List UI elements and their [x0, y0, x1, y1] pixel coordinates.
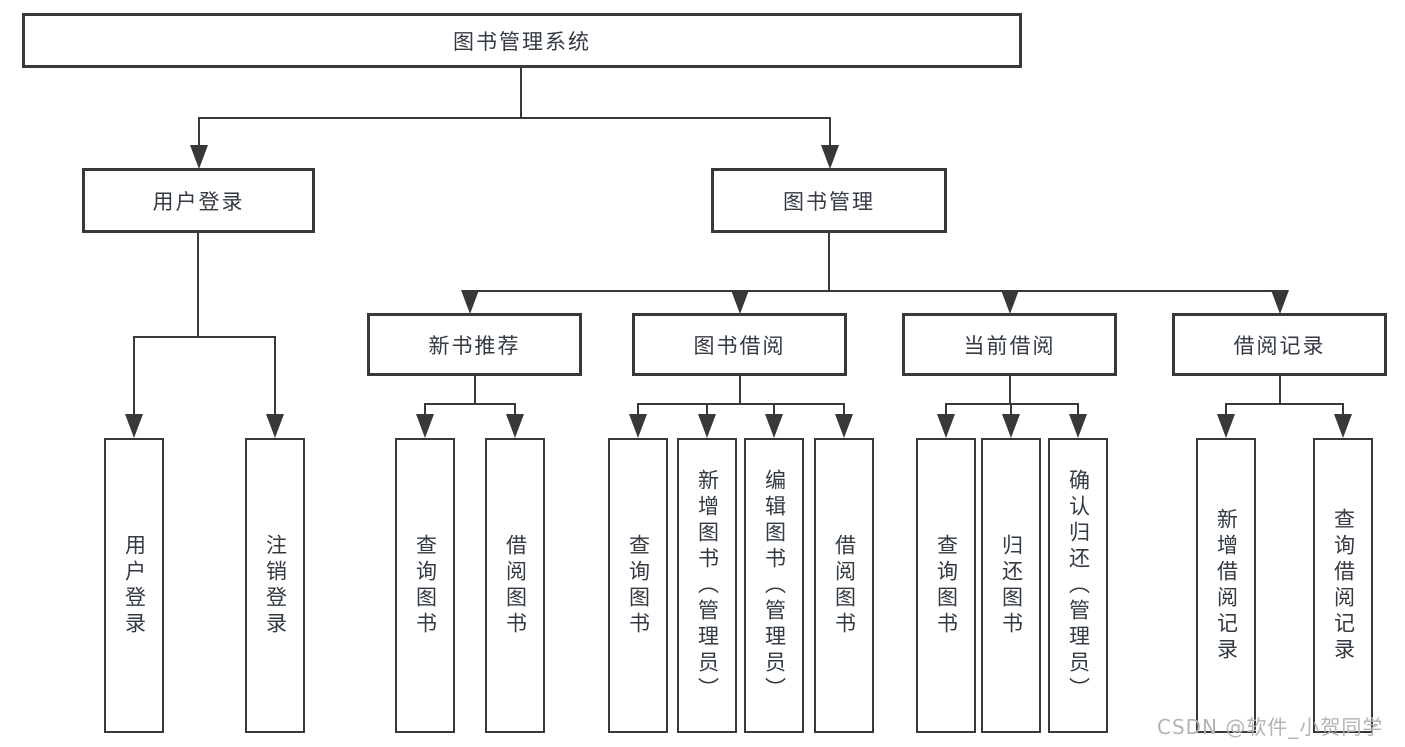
connector-leaf-userlogin-shaft	[133, 336, 135, 416]
arrow-to-bor-edit-books	[765, 414, 783, 438]
connector-records-hline	[1225, 403, 1344, 405]
connector-recommend-vline	[474, 376, 476, 403]
leaf-records-query-borrow-record-label: 查询借阅记录	[1331, 507, 1356, 664]
connector-recd-leaf1-shaft	[1225, 403, 1227, 416]
leaf-user-login: 用户登录	[104, 438, 164, 733]
node-borrow-records-label: 借阅记录	[1233, 333, 1326, 358]
connector-rec-leaf2-shaft	[514, 403, 516, 416]
connector-leaf-logout-shaft	[274, 336, 276, 416]
connector-bor-leaf2-shaft	[706, 403, 708, 416]
arrow-to-rec-borrow-books	[506, 414, 524, 438]
arrow-to-records	[1271, 290, 1289, 314]
node-root-label: 图书管理系统	[453, 29, 591, 54]
arrow-to-rec-query-books	[416, 414, 434, 438]
leaf-borrow-borrow-books: 借阅图书	[814, 438, 874, 733]
csdn-watermark: CSDN @软件_小贺同学	[1157, 715, 1384, 739]
connector-bor-leaf4-shaft	[843, 403, 845, 416]
connector-bookmgmt-shaft	[829, 117, 831, 147]
node-user-login: 用户登录	[82, 168, 315, 233]
arrow-to-leaf-user-login	[125, 414, 143, 438]
leaf-borrow-query-books: 查询图书	[608, 438, 668, 733]
arrow-to-cur-return-books	[1002, 414, 1020, 438]
leaf-recommend-query-books-label: 查询图书	[413, 533, 438, 638]
connector-cur-leaf3-shaft	[1077, 403, 1079, 416]
connector-current-vline	[1009, 376, 1011, 403]
connector-bookmgmt-vline	[828, 233, 830, 290]
leaf-borrow-add-books-admin: 新增图书（管理员）	[677, 438, 737, 733]
arrow-to-current	[1001, 290, 1019, 314]
leaf-records-add-borrow-record: 新增借阅记录	[1196, 438, 1256, 733]
arrow-to-query-borrow-record	[1334, 414, 1352, 438]
leaf-current-query-books: 查询图书	[916, 438, 976, 733]
arrow-to-borrow	[731, 290, 749, 314]
leaf-recommend-borrow-books-label: 借阅图书	[503, 533, 528, 638]
node-book-borrow-label: 图书借阅	[693, 333, 786, 358]
arrow-to-leaf-logout	[266, 414, 284, 438]
connector-level2-hline	[198, 117, 831, 119]
leaf-recommend-query-books: 查询图书	[395, 438, 455, 733]
leaf-user-login-label: 用户登录	[122, 533, 147, 638]
connector-bor-leaf3-shaft	[773, 403, 775, 416]
node-root-library-system: 图书管理系统	[22, 13, 1022, 68]
leaf-records-query-borrow-record: 查询借阅记录	[1313, 438, 1373, 733]
node-new-book-recommend-label: 新书推荐	[428, 333, 521, 358]
connector-userlogin-vline	[197, 233, 199, 336]
connector-recommend-hline	[424, 403, 516, 405]
node-borrow-records: 借阅记录	[1172, 313, 1387, 376]
leaf-borrow-borrow-books-label: 借阅图书	[832, 533, 857, 638]
connector-borrow-vline	[739, 376, 741, 403]
leaf-recommend-borrow-books: 借阅图书	[485, 438, 545, 733]
node-new-book-recommend: 新书推荐	[367, 313, 582, 376]
connector-bor-leaf1-shaft	[637, 403, 639, 416]
node-user-login-label: 用户登录	[152, 189, 245, 214]
leaf-current-query-books-label: 查询图书	[934, 533, 959, 638]
arrow-to-bor-query-books	[629, 414, 647, 438]
arrow-to-bor-add-books	[698, 414, 716, 438]
connector-borrow-hline	[637, 403, 845, 405]
node-current-borrow: 当前借阅	[902, 313, 1117, 376]
node-book-borrow: 图书借阅	[632, 313, 847, 376]
leaf-logout: 注销登录	[245, 438, 305, 733]
arrow-to-cur-query-books	[937, 414, 955, 438]
leaf-records-add-borrow-record-label: 新增借阅记录	[1214, 507, 1239, 664]
leaf-logout-label: 注销登录	[263, 533, 288, 638]
leaf-borrow-edit-books-admin-label: 编辑图书（管理员）	[762, 468, 787, 703]
arrow-to-bor-borrow-books	[835, 414, 853, 438]
connector-current-hline	[945, 403, 1079, 405]
connector-cur-leaf2-shaft	[1010, 403, 1012, 416]
arrow-to-cur-confirm-return	[1069, 414, 1087, 438]
connector-userlogin-shaft	[198, 117, 200, 147]
connector-root-vline	[520, 68, 522, 117]
leaf-borrow-add-books-admin-label: 新增图书（管理员）	[695, 468, 720, 703]
node-book-management: 图书管理	[711, 168, 947, 233]
arrow-to-book-mgmt	[821, 145, 839, 169]
leaf-current-return-books-label: 归还图书	[999, 533, 1024, 638]
leaf-current-confirm-return-admin-label: 确认归还（管理员）	[1066, 468, 1091, 703]
connector-recd-leaf2-shaft	[1342, 403, 1344, 416]
leaf-borrow-query-books-label: 查询图书	[626, 533, 651, 638]
node-current-borrow-label: 当前借阅	[963, 333, 1056, 358]
connector-rec-leaf1-shaft	[424, 403, 426, 416]
connector-records-vline	[1279, 376, 1281, 403]
leaf-borrow-edit-books-admin: 编辑图书（管理员）	[744, 438, 804, 733]
connector-level3-hline	[469, 290, 1282, 292]
connector-userlogin-hline	[133, 336, 276, 338]
leaf-current-confirm-return-admin: 确认归还（管理员）	[1048, 438, 1108, 733]
arrow-to-new-book	[461, 290, 479, 314]
connector-cur-leaf1-shaft	[945, 403, 947, 416]
arrow-to-user-login	[190, 145, 208, 169]
arrow-to-add-borrow-record	[1217, 414, 1235, 438]
leaf-current-return-books: 归还图书	[981, 438, 1041, 733]
node-book-management-label: 图书管理	[783, 189, 875, 214]
